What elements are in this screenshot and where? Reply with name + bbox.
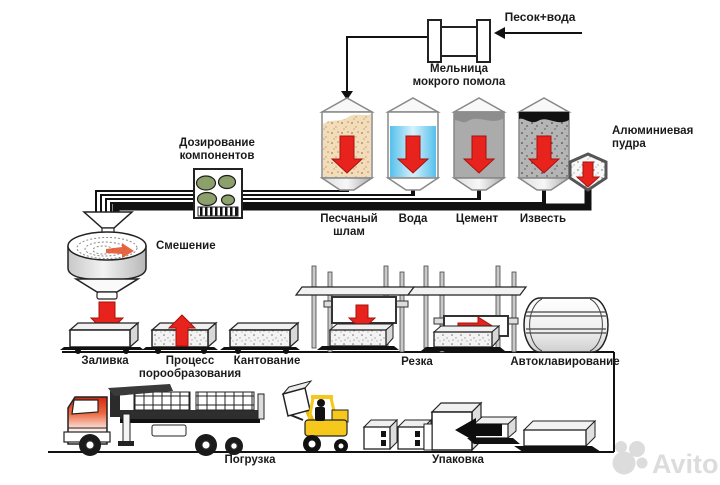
mold-tilting (220, 321, 300, 354)
label-tilting: Кантование (233, 355, 301, 367)
down-arrowhead-icon (341, 91, 353, 100)
crane-boom (108, 384, 173, 396)
truck (63, 384, 265, 456)
label-silo-lime: Известь (519, 213, 567, 225)
down-arrow-icon (462, 135, 496, 174)
avito-watermark: Avito (612, 441, 719, 479)
avito-logo-icon (612, 451, 636, 475)
label-pore-formation: Процесс порообразования (138, 355, 242, 380)
down-arrow-icon (575, 161, 601, 188)
cutting-frame-2 (406, 265, 528, 353)
aluminum-hopper (568, 152, 608, 192)
label-silo-sand-slurry: Песчаный шлам (320, 213, 378, 238)
cutting-frame-1 (294, 265, 416, 353)
label-silo-cement: Цемент (455, 213, 499, 225)
down-arrow-icon (527, 135, 561, 174)
label-loading: Погрузка (224, 454, 276, 466)
mill-to-silo-pipe (346, 36, 428, 91)
label-packing: Упаковка (432, 454, 484, 466)
crane-mast (110, 391, 120, 417)
packing-blocks (362, 418, 433, 451)
lime-fill (519, 112, 569, 123)
silo-water (385, 97, 441, 191)
label-mill: Мельница мокрого помола (412, 63, 506, 88)
silo-lime (516, 97, 572, 191)
label-cutting: Резка (401, 356, 433, 368)
label-mixing: Смешение (156, 240, 216, 252)
forklift-body (304, 419, 348, 437)
watermark-text: Avito (652, 449, 719, 479)
mold-pouring (60, 321, 144, 354)
left-arrow-icon (455, 418, 502, 442)
silo-cement (451, 97, 507, 191)
mold-pore-formation (142, 314, 218, 354)
down-arrow-icon (396, 135, 430, 174)
mixer (67, 211, 147, 335)
silo-sand-slurry (319, 97, 375, 191)
autoclave (523, 297, 609, 353)
truck-window (71, 399, 99, 415)
label-silo-water: Вода (398, 213, 428, 225)
label-autoclaving: Автоклавирование (510, 356, 620, 368)
mix-arrow-icon (106, 243, 134, 258)
mill (427, 19, 491, 63)
packing-machine (423, 401, 520, 452)
package (514, 419, 601, 452)
label-aluminum-powder: Алюминиевая пудра (612, 125, 694, 150)
left-arrowhead-icon (494, 27, 505, 39)
label-pouring: Заливка (81, 355, 129, 367)
up-arrow-icon (167, 314, 197, 347)
down-arrow-icon (330, 135, 364, 174)
label-dosing: Дозирование компонентов (179, 137, 255, 162)
label-sand-water: Песок+вода (504, 10, 576, 24)
forklift (281, 380, 349, 453)
driver (317, 399, 325, 407)
dosing-unit (193, 168, 243, 219)
cement-fill (454, 112, 504, 123)
